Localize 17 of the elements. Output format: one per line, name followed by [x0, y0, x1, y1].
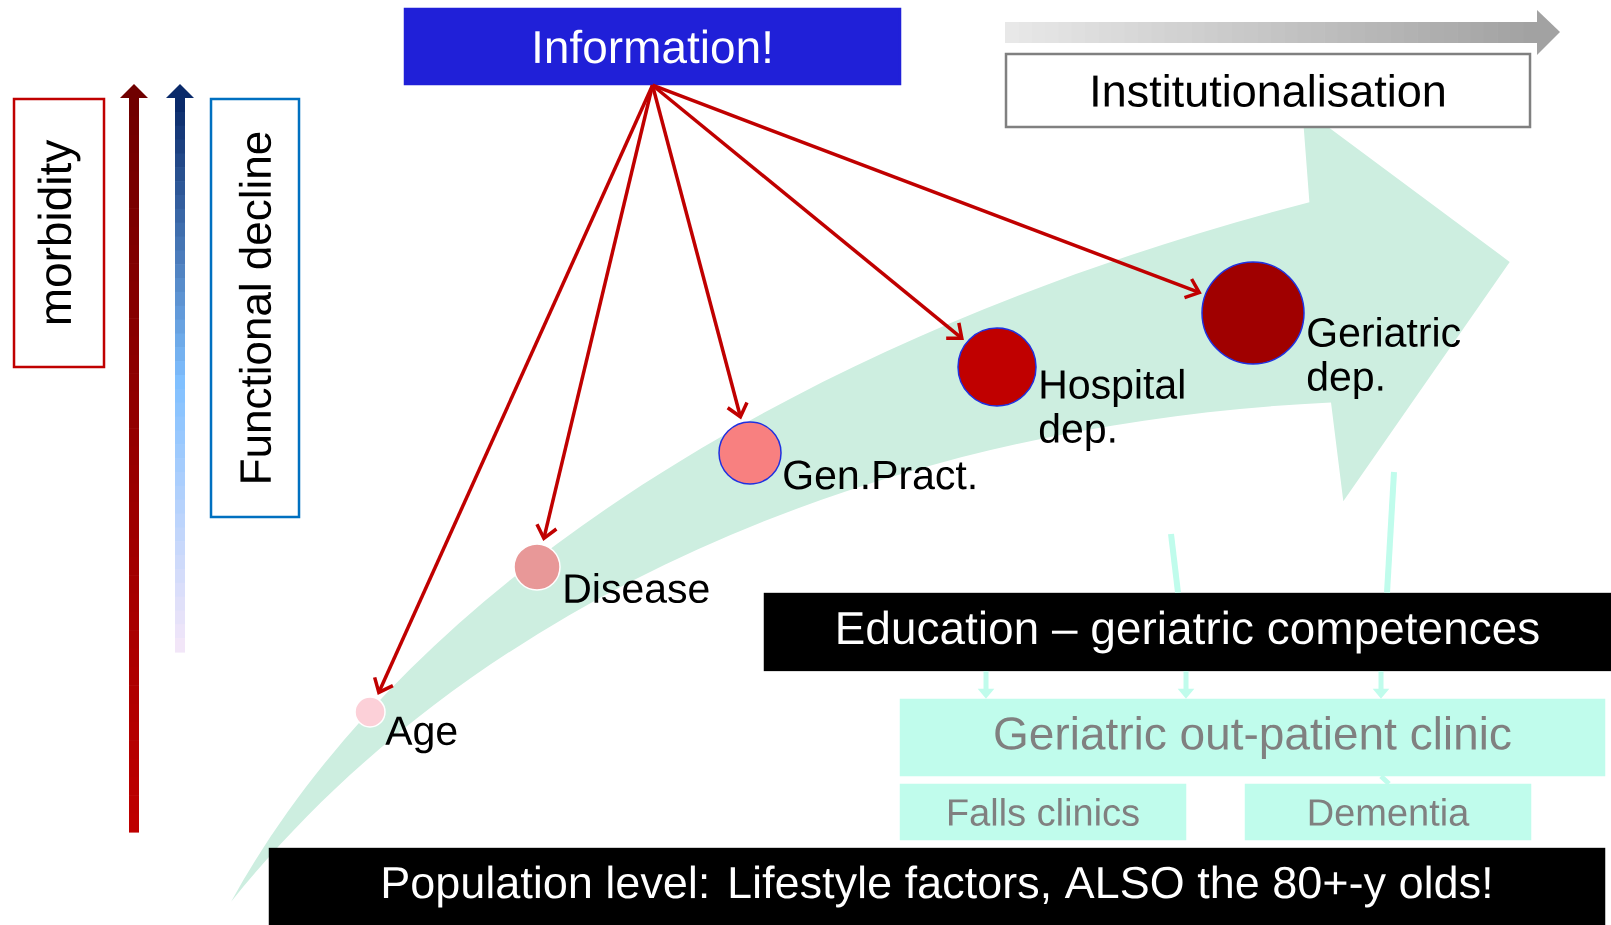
label-box: Institutionalisation	[1004, 52, 1532, 129]
arrow	[651, 83, 964, 341]
clinic-box: Dementia	[1244, 783, 1532, 841]
clinic-box: Geriatric out-patient clinic	[899, 698, 1606, 777]
circle-label: Age	[385, 716, 457, 754]
label-box: morbidity	[12, 97, 106, 369]
circle-label: Disease	[565, 572, 709, 604]
label-box: Functional decline	[209, 97, 301, 519]
banner-box: Population level: Lifestyle factors, ALSO the 80+-y olds!	[268, 847, 1606, 925]
circle-label: Geriatric dep.	[1307, 316, 1460, 400]
circle-label: Hospital dep.	[1039, 368, 1184, 452]
circle-label: Gen.Pract.	[784, 460, 975, 490]
banner-box: Education – geriatric competences	[763, 592, 1611, 672]
banner-box: Information!	[403, 7, 902, 86]
arrow	[535, 84, 655, 541]
arrow	[651, 83, 1202, 300]
clinic-box: Falls clinics	[899, 783, 1187, 841]
